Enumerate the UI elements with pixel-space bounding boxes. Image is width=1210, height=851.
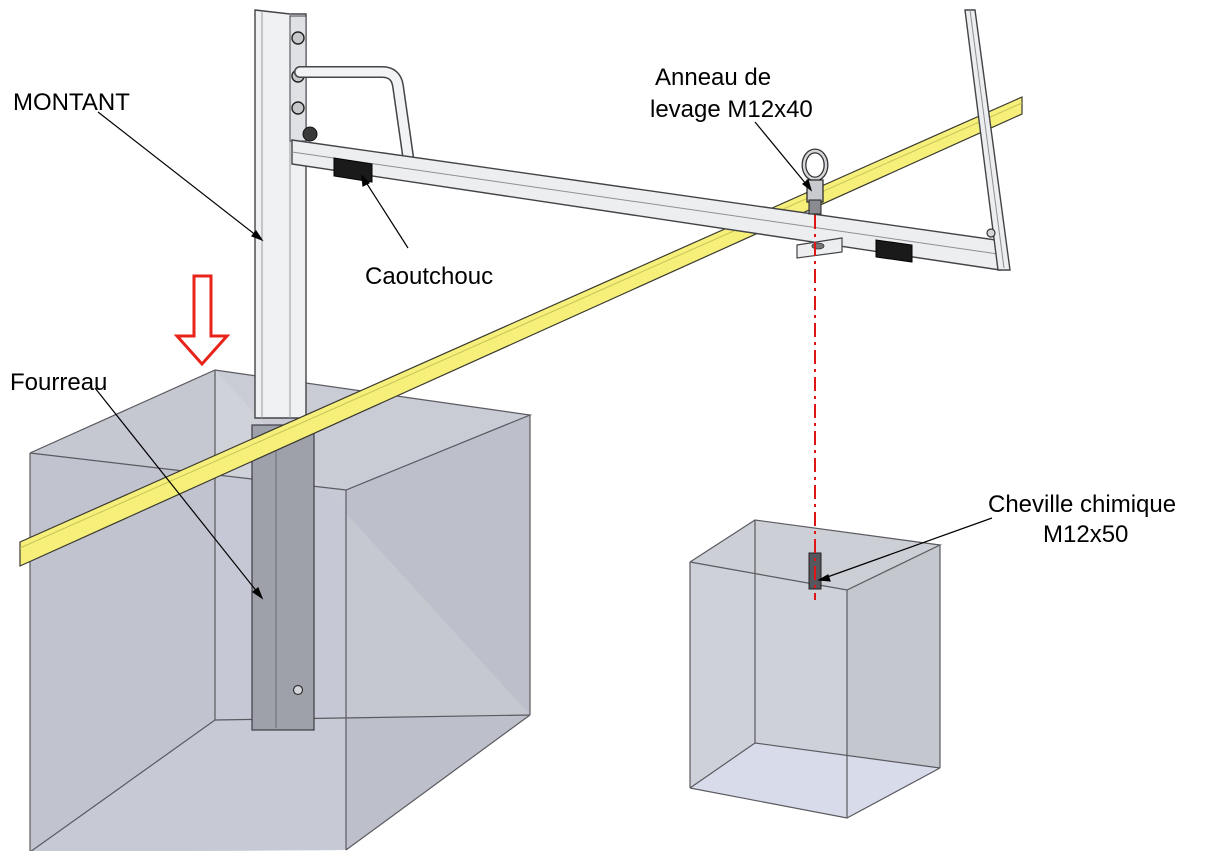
upright-montant: [254, 9, 318, 419]
label-anneau-line2: levage M12x40: [650, 96, 813, 123]
label-montant: MONTANT: [13, 89, 130, 116]
lifting-ring: [796, 148, 843, 259]
sleeve-fourreau: [251, 424, 315, 731]
callout-lines: [94, 111, 993, 600]
label-cheville-line2: M12x50: [1043, 521, 1128, 548]
small-concrete-block: [689, 519, 943, 819]
label-anneau-line1: Anneau de: [655, 64, 771, 91]
frame-beam: [291, 9, 1011, 271]
rubber-pad-right: [875, 239, 913, 263]
label-cheville-line1: Cheville chimique: [988, 491, 1176, 518]
label-caoutchouc: Caoutchouc: [365, 263, 493, 290]
hollow-down-arrow-icon: [173, 274, 231, 367]
large-block-right-face: [346, 415, 530, 850]
label-fourreau: Fourreau: [10, 369, 107, 396]
